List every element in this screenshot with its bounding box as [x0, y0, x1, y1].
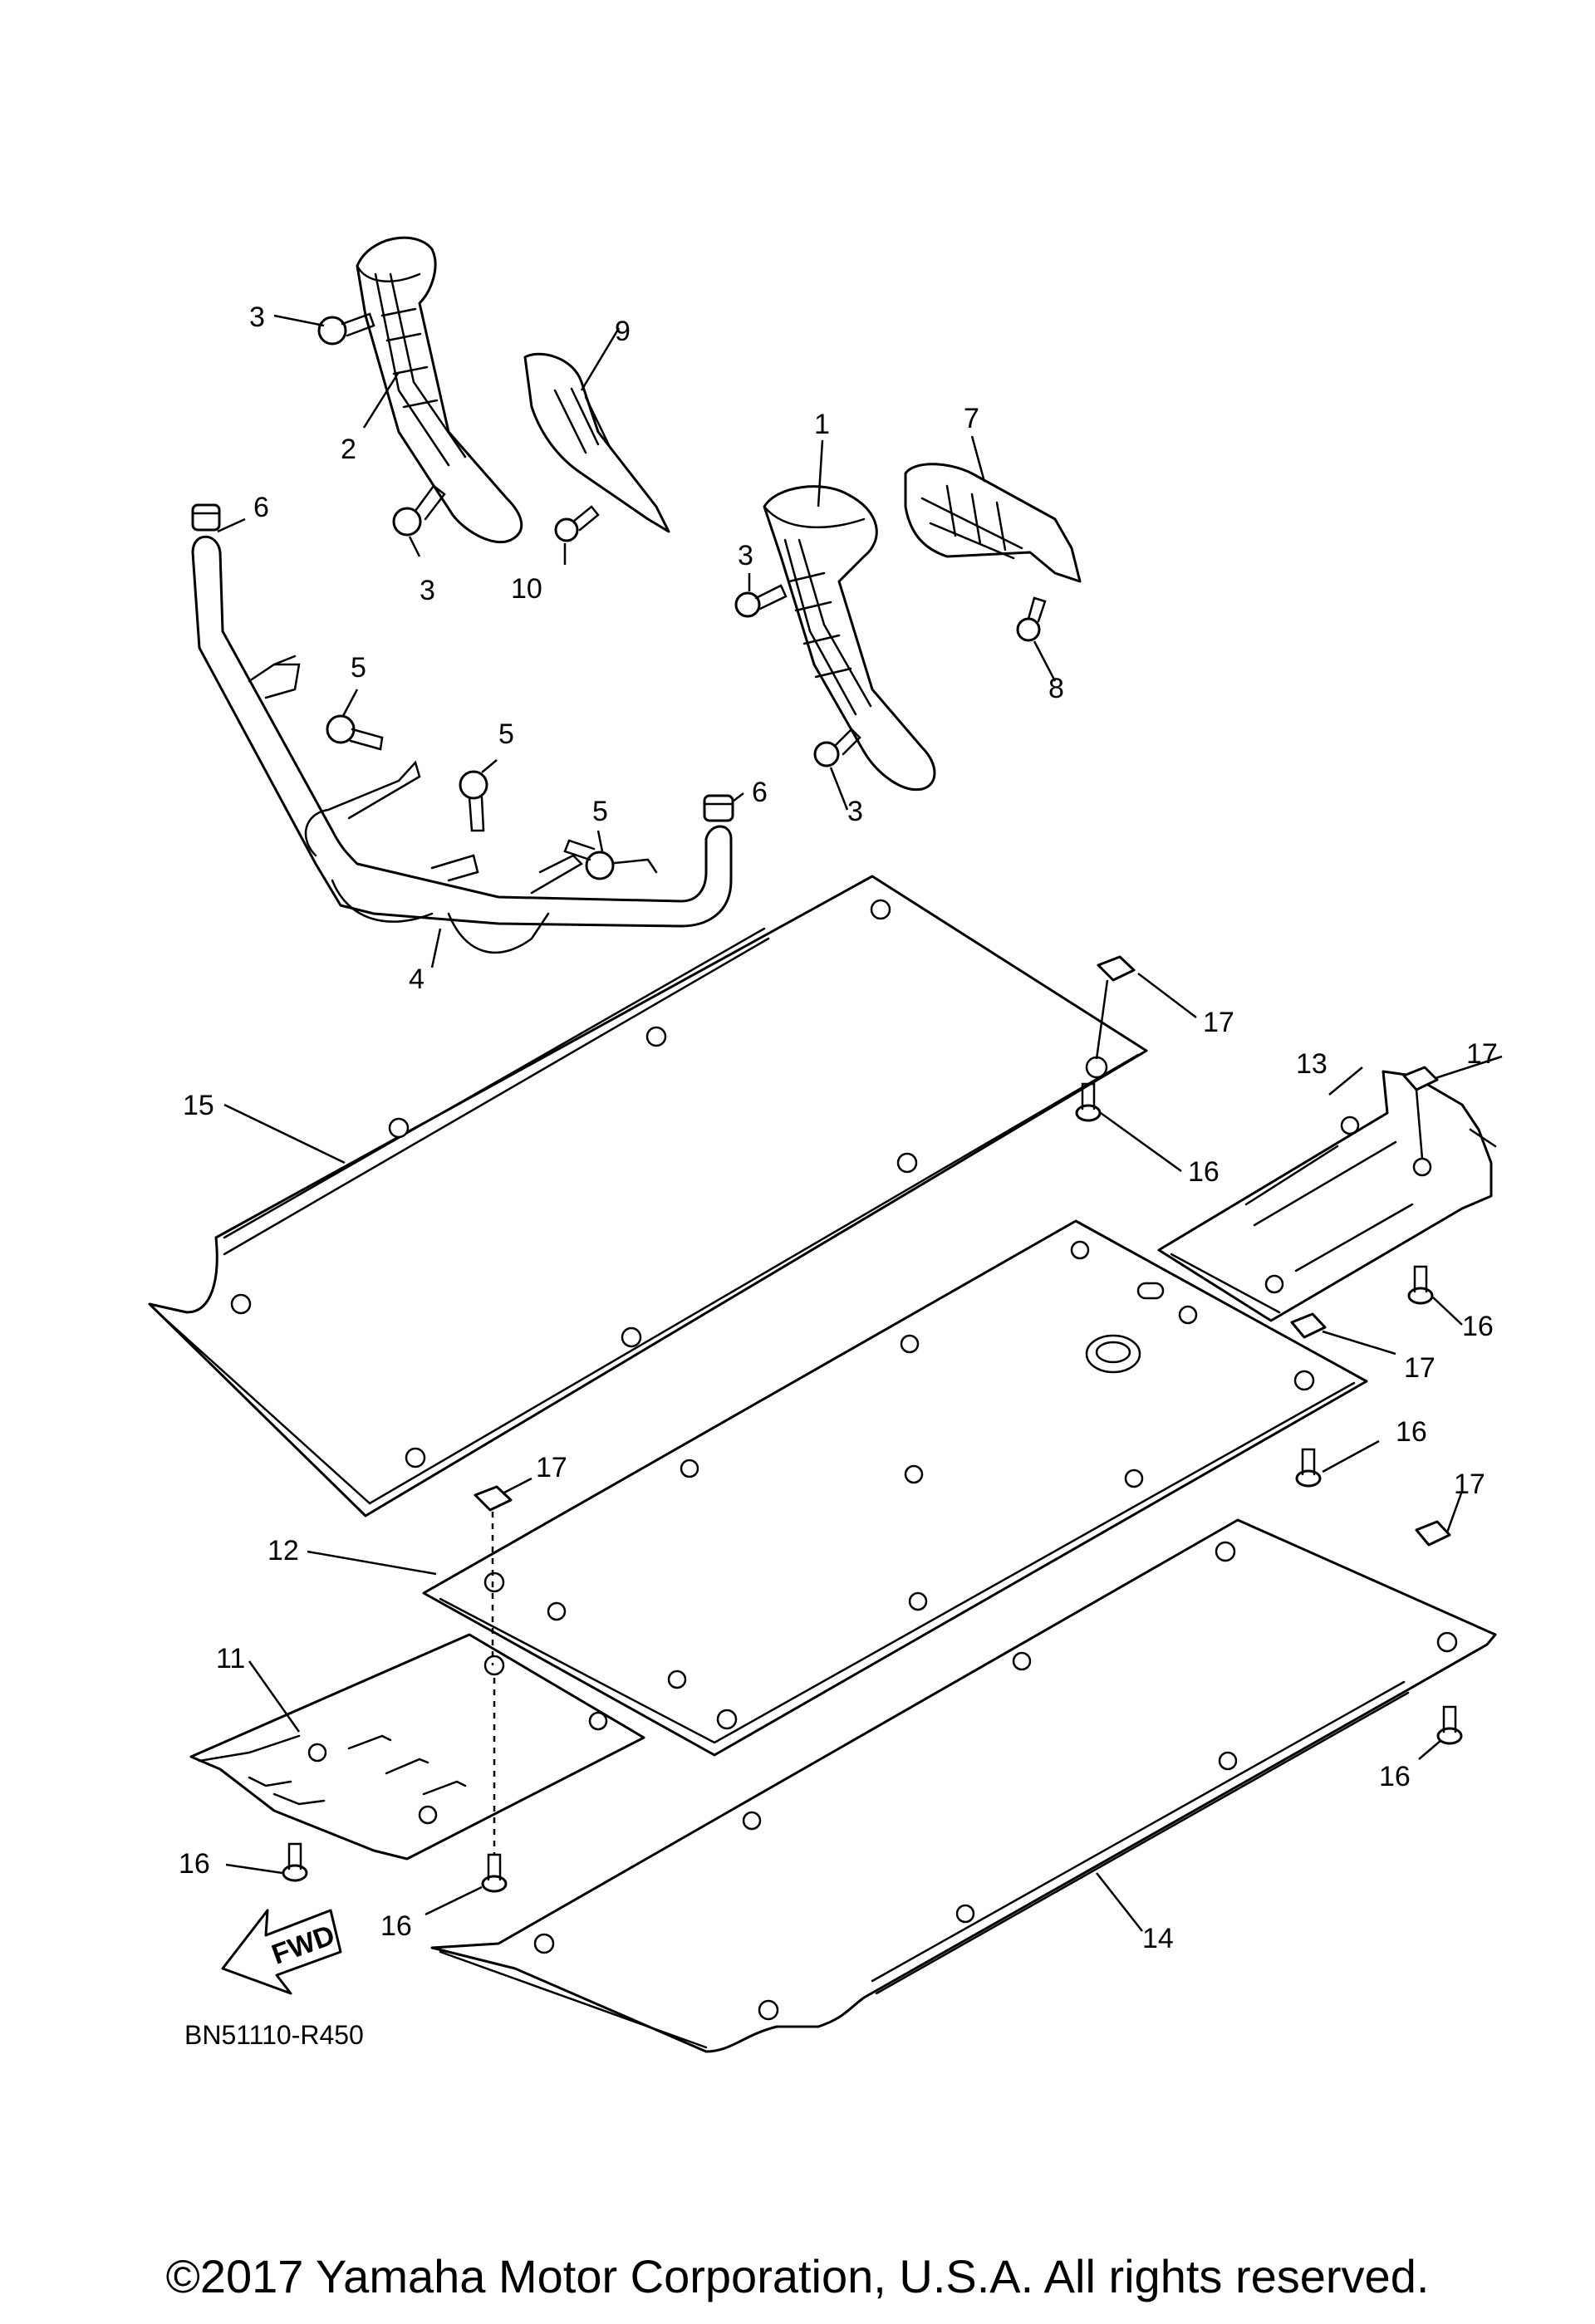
callout-16: 16 — [1462, 1311, 1494, 1342]
callout-3: 3 — [847, 796, 863, 827]
fwd-arrow: FWD — [221, 1909, 342, 1995]
bolt-16-c — [1295, 1448, 1322, 1488]
callout-1: 1 — [814, 409, 830, 440]
leader-lines — [217, 314, 1503, 1932]
bolt-16-d — [1436, 1705, 1463, 1745]
callout-12: 12 — [267, 1535, 299, 1566]
bolt-16-b — [1407, 1265, 1434, 1305]
bolt-16-a — [1075, 1082, 1102, 1122]
part-2-left-front-guard — [356, 236, 523, 544]
clip-17-d — [474, 1485, 513, 1512]
callout-2: 2 — [341, 434, 356, 465]
bolt-3-right-upper — [734, 584, 788, 618]
part-4-front-bumper — [191, 535, 733, 954]
mounting-holes — [230, 899, 1458, 2021]
part-7-right-deflector — [904, 463, 1082, 583]
callout-5: 5 — [498, 718, 514, 750]
callout-6: 6 — [752, 777, 768, 808]
callout-16: 16 — [380, 1910, 412, 1942]
callout-3: 3 — [420, 575, 435, 606]
bolt-8 — [1016, 596, 1047, 642]
callout-3: 3 — [249, 302, 265, 333]
callout-17: 17 — [1454, 1468, 1485, 1500]
callout-16: 16 — [1188, 1156, 1220, 1188]
part-1-right-front-guard — [763, 485, 936, 792]
callout-14: 14 — [1142, 1923, 1174, 1954]
callout-16: 16 — [179, 1848, 210, 1880]
part-14-rear-skid-plate — [430, 1518, 1497, 2053]
part-13-right-skid-plate — [1157, 1070, 1497, 1322]
callout-6: 6 — [253, 492, 269, 523]
callout-5: 5 — [351, 652, 366, 684]
bolt-3-lower-left — [392, 484, 446, 537]
callout-13: 13 — [1296, 1048, 1328, 1080]
clip-17-e — [1415, 1520, 1451, 1547]
callout-15: 15 — [183, 1090, 214, 1121]
callout-9: 9 — [615, 316, 631, 347]
bolt-5-b — [459, 770, 488, 832]
clip-17-c — [1290, 1312, 1327, 1339]
copyright-notice: ©2017 Yamaha Motor Corporation, U.S.A. A… — [165, 2250, 1430, 2302]
callout-17: 17 — [1404, 1352, 1436, 1384]
callout-16: 16 — [1396, 1416, 1427, 1448]
diagram-reference-code: BN51110-R450 — [184, 2020, 364, 2050]
bolt-5-a — [326, 714, 384, 751]
callout-5: 5 — [592, 796, 608, 827]
bolt-5-c — [563, 839, 615, 880]
callout-17: 17 — [536, 1452, 567, 1483]
bolt-3-right-lower — [813, 728, 861, 767]
callout-10: 10 — [511, 573, 542, 605]
bolt-16-e — [282, 1842, 308, 1882]
bolt-16-f — [481, 1853, 508, 1893]
callout-17: 17 — [1203, 1007, 1234, 1038]
part-9-left-deflector — [523, 352, 670, 533]
callout-3: 3 — [738, 540, 753, 571]
part-11-small-front-skid — [189, 1633, 645, 1861]
clip-17-a — [1097, 955, 1136, 982]
part-12-center-skid-plate — [422, 1219, 1368, 1757]
bolt-10 — [554, 505, 600, 542]
part-15-front-skid-plate — [148, 875, 1148, 1517]
callout-17: 17 — [1466, 1038, 1498, 1070]
callout-4: 4 — [409, 963, 425, 995]
callout-7: 7 — [964, 403, 979, 434]
callout-16: 16 — [1379, 1761, 1411, 1792]
part-6-end-cap-left — [191, 503, 221, 532]
callout-11: 11 — [216, 1643, 245, 1674]
bolt-3-upper-left — [317, 312, 375, 346]
callout-8: 8 — [1048, 673, 1064, 704]
callout-numbers: 3 2 3 9 10 1 7 3 8 3 6 5 5 5 6 4 17 13 1… — [179, 302, 1498, 1954]
part-6-end-cap-right — [703, 794, 734, 822]
clip-17-b — [1402, 1066, 1439, 1091]
alignment-line — [491, 1512, 496, 1854]
